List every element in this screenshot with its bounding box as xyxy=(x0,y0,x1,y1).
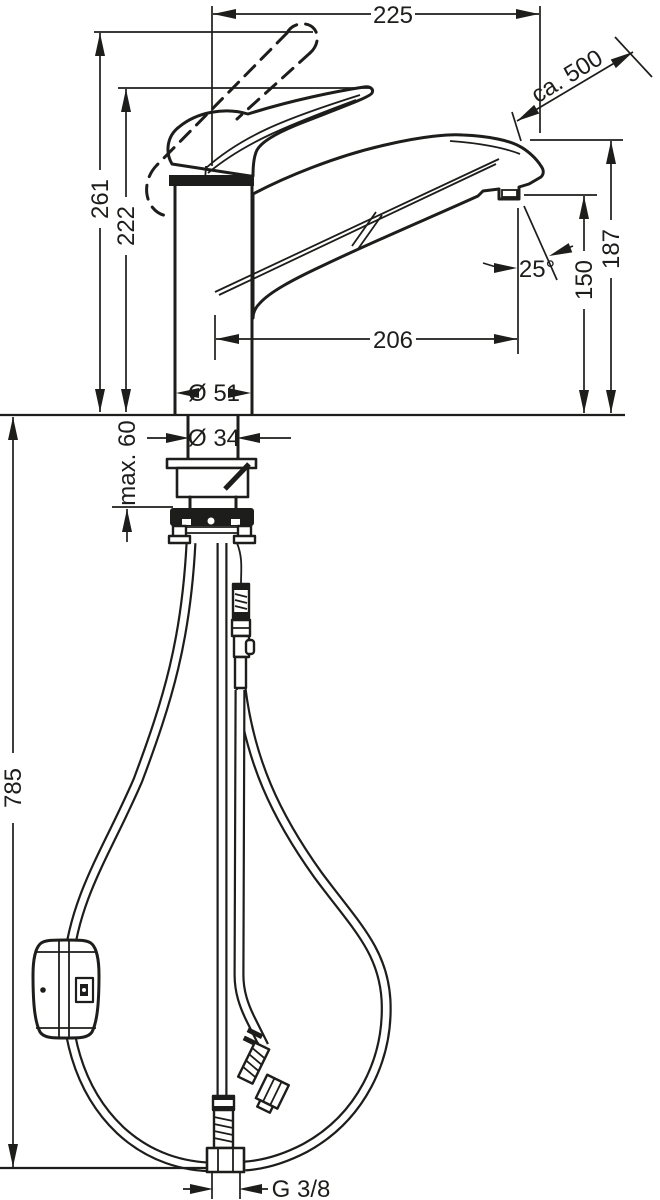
dim-785-label: 785 xyxy=(0,768,27,808)
flange xyxy=(165,457,258,470)
dim-dia51-label: Ø 51 xyxy=(188,380,240,407)
dim-187: 187 xyxy=(598,141,625,413)
dim-261-label: 261 xyxy=(87,179,114,219)
spray-head-detail xyxy=(449,140,521,155)
dim-dia34-label: Ø 34 xyxy=(188,425,240,452)
mount-bracket-right xyxy=(232,524,257,545)
weight-clip xyxy=(74,976,95,1004)
spout-contour-line xyxy=(214,158,500,296)
dim-max60: max. 60 xyxy=(114,420,141,542)
mount-bracket-left xyxy=(167,524,192,545)
dim-222: 222 xyxy=(113,89,140,412)
hose-fittings-upper xyxy=(230,542,256,690)
dim-g38-label: G 3/8 xyxy=(272,1176,331,1200)
dim-ca500: ca. 500 xyxy=(516,45,634,122)
base-column xyxy=(173,184,254,416)
dim-dia34: Ø 34 xyxy=(147,425,291,452)
weight-pin xyxy=(40,987,46,993)
spout-outline xyxy=(251,133,545,320)
mount-body xyxy=(175,466,250,499)
hose-loop xyxy=(61,542,392,1173)
shank xyxy=(186,414,240,461)
g38-nut xyxy=(205,1146,246,1174)
dim-150-label: 150 xyxy=(571,260,598,300)
mount-neck xyxy=(188,495,238,510)
dim-25deg: 25° xyxy=(482,205,574,283)
mount-lever xyxy=(223,462,251,491)
dim-225-label: 225 xyxy=(373,2,413,29)
cartridge-band xyxy=(169,175,254,186)
dim-206: 206 xyxy=(216,327,517,354)
dim-g38: G 3/8 xyxy=(183,1176,330,1200)
dim-785: 785 xyxy=(0,417,27,1167)
dim-261: 261 xyxy=(87,33,114,412)
handle-raised-dashed xyxy=(145,22,319,218)
outlet-detail xyxy=(501,189,518,198)
dim-150: 150 xyxy=(571,196,598,413)
dim-dia51: Ø 51 xyxy=(176,380,251,407)
connector-nut-diagonal xyxy=(254,1073,290,1114)
connector-bottom-center xyxy=(205,1094,246,1174)
faucet-body xyxy=(145,22,545,416)
dim-225: 225 xyxy=(213,2,539,29)
supply-hose-diagonal xyxy=(233,689,290,1114)
mounting-assembly xyxy=(165,414,258,545)
dim-187-label: 187 xyxy=(598,229,625,269)
dim-ca500-label: ca. 500 xyxy=(526,45,607,109)
dim-max60-label: max. 60 xyxy=(114,420,141,505)
hose-braid-center xyxy=(212,1108,235,1150)
dim-25deg-label: 25° xyxy=(519,256,555,283)
dim-206-label: 206 xyxy=(373,327,413,354)
hose-braid-diagonal xyxy=(236,1041,271,1085)
dim-222-label: 222 xyxy=(113,206,140,246)
hose-weight xyxy=(31,938,101,1040)
